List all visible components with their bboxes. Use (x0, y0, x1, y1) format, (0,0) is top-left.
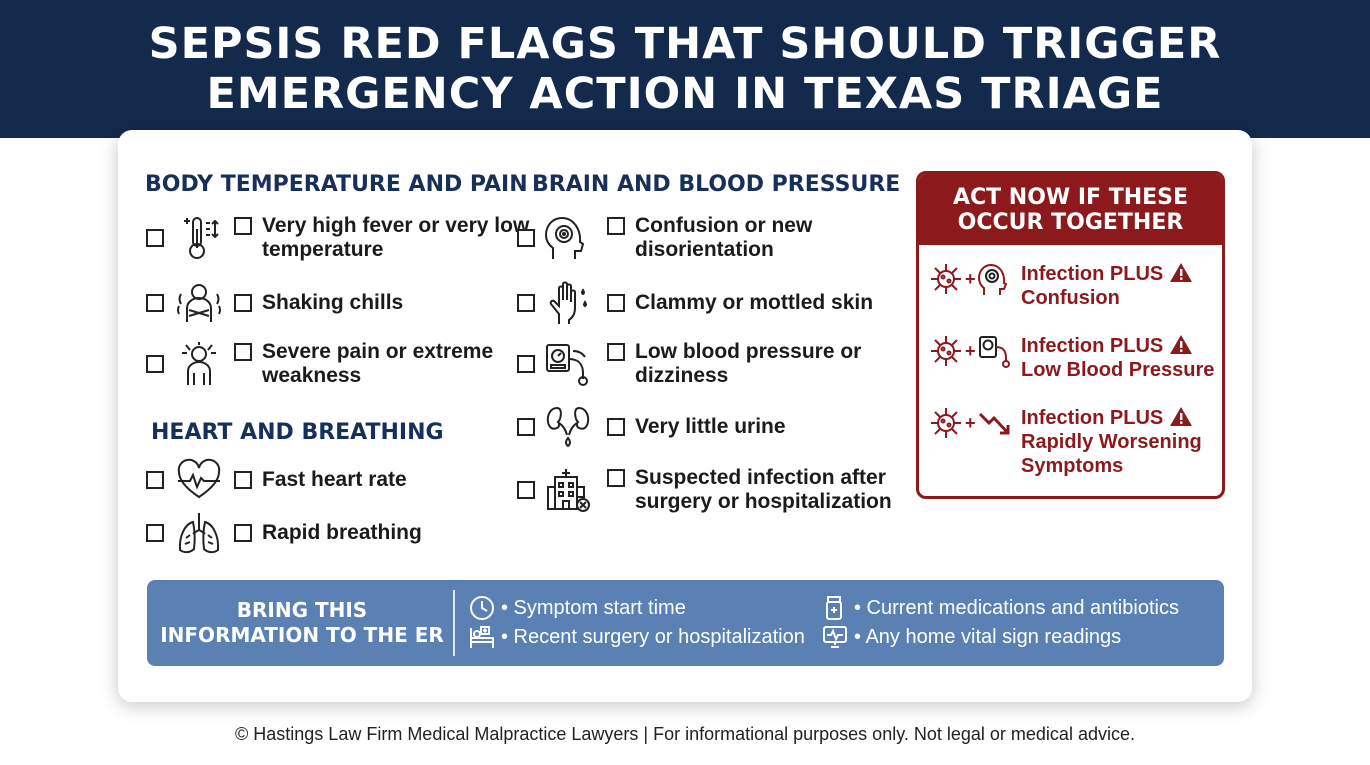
checklist-item-label: Confusion or new disorientation (607, 214, 905, 262)
checkbox[interactable] (517, 355, 535, 373)
checklist-item-label: Low blood pressure or dizziness (607, 340, 905, 388)
kidneys-icon (545, 404, 591, 450)
checklist-item-label: Fast heart rate (234, 468, 407, 492)
checklist-item-breathing[interactable]: Rapid breathing (146, 510, 422, 556)
act-now-title-line-1: ACT NOW IF THESE (952, 184, 1189, 210)
checklist-item-clammy-skin[interactable]: Clammy or mottled skin (517, 280, 873, 326)
blood-pressure-icon (545, 341, 591, 387)
checkbox[interactable] (607, 418, 625, 436)
act-now-header: ACT NOW IF THESE OCCUR TOGETHER (919, 174, 1222, 245)
plus-sign: + (965, 340, 976, 361)
plus-sign: + (965, 268, 976, 289)
thermometer-icon (176, 215, 222, 261)
checklist-item-label: Very little urine (607, 415, 786, 439)
act-now-title-line-2: OCCUR TOGETHER (957, 209, 1184, 235)
downtrend-arrow-icon (978, 412, 1010, 435)
brain-head-icon (545, 215, 591, 261)
checkbox[interactable] (517, 481, 535, 499)
checkbox[interactable] (517, 229, 535, 247)
checkbox[interactable] (607, 343, 625, 361)
act-now-item-low-blood-pressure: + Infection PLUS Low Blood Pressure (929, 334, 1214, 382)
virus-icon (931, 264, 961, 294)
checklist-item-pain[interactable]: Severe pain or extreme weakness (146, 340, 532, 388)
checkbox[interactable] (234, 343, 252, 361)
checklist-item-label: Shaking chills (234, 291, 403, 315)
blood-pressure-icon (978, 336, 1010, 368)
checklist-item-fever[interactable]: Very high fever or very low temperature (146, 214, 532, 262)
clock-icon (470, 596, 494, 620)
vitals-monitor-icon (823, 626, 847, 648)
divider (453, 590, 455, 656)
checklist-item-label: Suspected infection after surgery or hos… (607, 466, 935, 514)
checklist-item-label: Very high fever or very low temperature (234, 214, 532, 262)
checkbox[interactable] (234, 217, 252, 235)
hospital-icon (545, 467, 591, 513)
act-now-panel: ACT NOW IF THESE OCCUR TOGETHER + Infect… (916, 171, 1225, 499)
warning-icon (1170, 263, 1193, 282)
checklist-item-heart-rate[interactable]: Fast heart rate (146, 457, 407, 503)
section-title-body-temperature: BODY TEMPERATURE AND PAIN (145, 172, 528, 197)
checkbox[interactable] (234, 471, 252, 489)
plus-sign: + (965, 412, 976, 433)
act-now-item-text: Infection PLUS Rapidly Worsening Symptom… (1021, 407, 1202, 477)
checklist-item-chills[interactable]: Shaking chills (146, 280, 403, 326)
hospital-bed-icon (470, 626, 494, 648)
checkbox[interactable] (146, 294, 164, 312)
checklist-item-confusion[interactable]: Confusion or new disorientation (517, 214, 905, 262)
checkbox[interactable] (517, 418, 535, 436)
checkbox[interactable] (146, 471, 164, 489)
warning-icon (1170, 407, 1193, 426)
header-title-line-1: SEPSIS RED FLAGS THAT SHOULD TRIGGER (148, 19, 1222, 69)
checkbox[interactable] (607, 294, 625, 312)
act-now-item-text: Infection PLUS Confusion (1021, 262, 1193, 310)
act-now-item-worsening: + Infection PLUS Rapidly Worsening Sympt… (929, 406, 1202, 478)
virus-icon (931, 336, 961, 366)
checklist-item-label: Rapid breathing (234, 521, 422, 545)
header-banner: SEPSIS RED FLAGS THAT SHOULD TRIGGER EME… (0, 0, 1370, 138)
virus-icon (931, 408, 961, 438)
act-now-item-text: Infection PLUS Low Blood Pressure (1021, 335, 1215, 381)
checkbox[interactable] (146, 524, 164, 542)
checklist-item-label: Severe pain or extreme weakness (234, 340, 532, 388)
section-title-heart-breathing: HEART AND BREATHING (151, 420, 444, 445)
checkbox[interactable] (234, 524, 252, 542)
warning-icon (1170, 335, 1193, 354)
lungs-icon (176, 510, 222, 556)
act-now-item-confusion: + Infection PLUS Confusion (929, 262, 1193, 310)
checkbox[interactable] (607, 217, 625, 235)
checklist-item-infection-after-surgery[interactable]: Suspected infection after surgery or hos… (517, 466, 935, 514)
header-title-line-2: EMERGENCY ACTION IN TEXAS TRIAGE (206, 69, 1164, 119)
footer-disclaimer: © Hastings Law Firm Medical Malpractice … (235, 724, 1135, 744)
checkbox[interactable] (607, 469, 625, 487)
pill-bottle-icon (826, 596, 842, 620)
bring-to-er-bar: BRING THIS INFORMATION TO THE ER • Sympt… (147, 580, 1224, 666)
checklist-item-label: Clammy or mottled skin (607, 291, 873, 315)
er-item-home-vitals: • Any home vital sign readings (822, 624, 1121, 650)
checklist-item-urine[interactable]: Very little urine (517, 404, 786, 450)
er-title: BRING THIS INFORMATION TO THE ER (160, 598, 444, 647)
checkbox[interactable] (146, 229, 164, 247)
er-item-recent-surgery: • Recent surgery or hospitalization (469, 624, 805, 650)
clammy-hand-icon (545, 280, 591, 326)
pain-person-icon (176, 341, 222, 387)
brain-head-icon (977, 263, 1007, 295)
checkbox[interactable] (234, 294, 252, 312)
section-title-brain-blood-pressure: BRAIN AND BLOOD PRESSURE (532, 172, 901, 197)
checkbox[interactable] (146, 355, 164, 373)
heartbeat-icon (176, 457, 222, 503)
er-item-symptom-start: • Symptom start time (469, 595, 686, 621)
shivering-person-icon (176, 280, 222, 326)
er-item-medications: • Current medications and antibiotics (822, 595, 1179, 621)
checkbox[interactable] (517, 294, 535, 312)
checklist-item-blood-pressure[interactable]: Low blood pressure or dizziness (517, 340, 905, 388)
